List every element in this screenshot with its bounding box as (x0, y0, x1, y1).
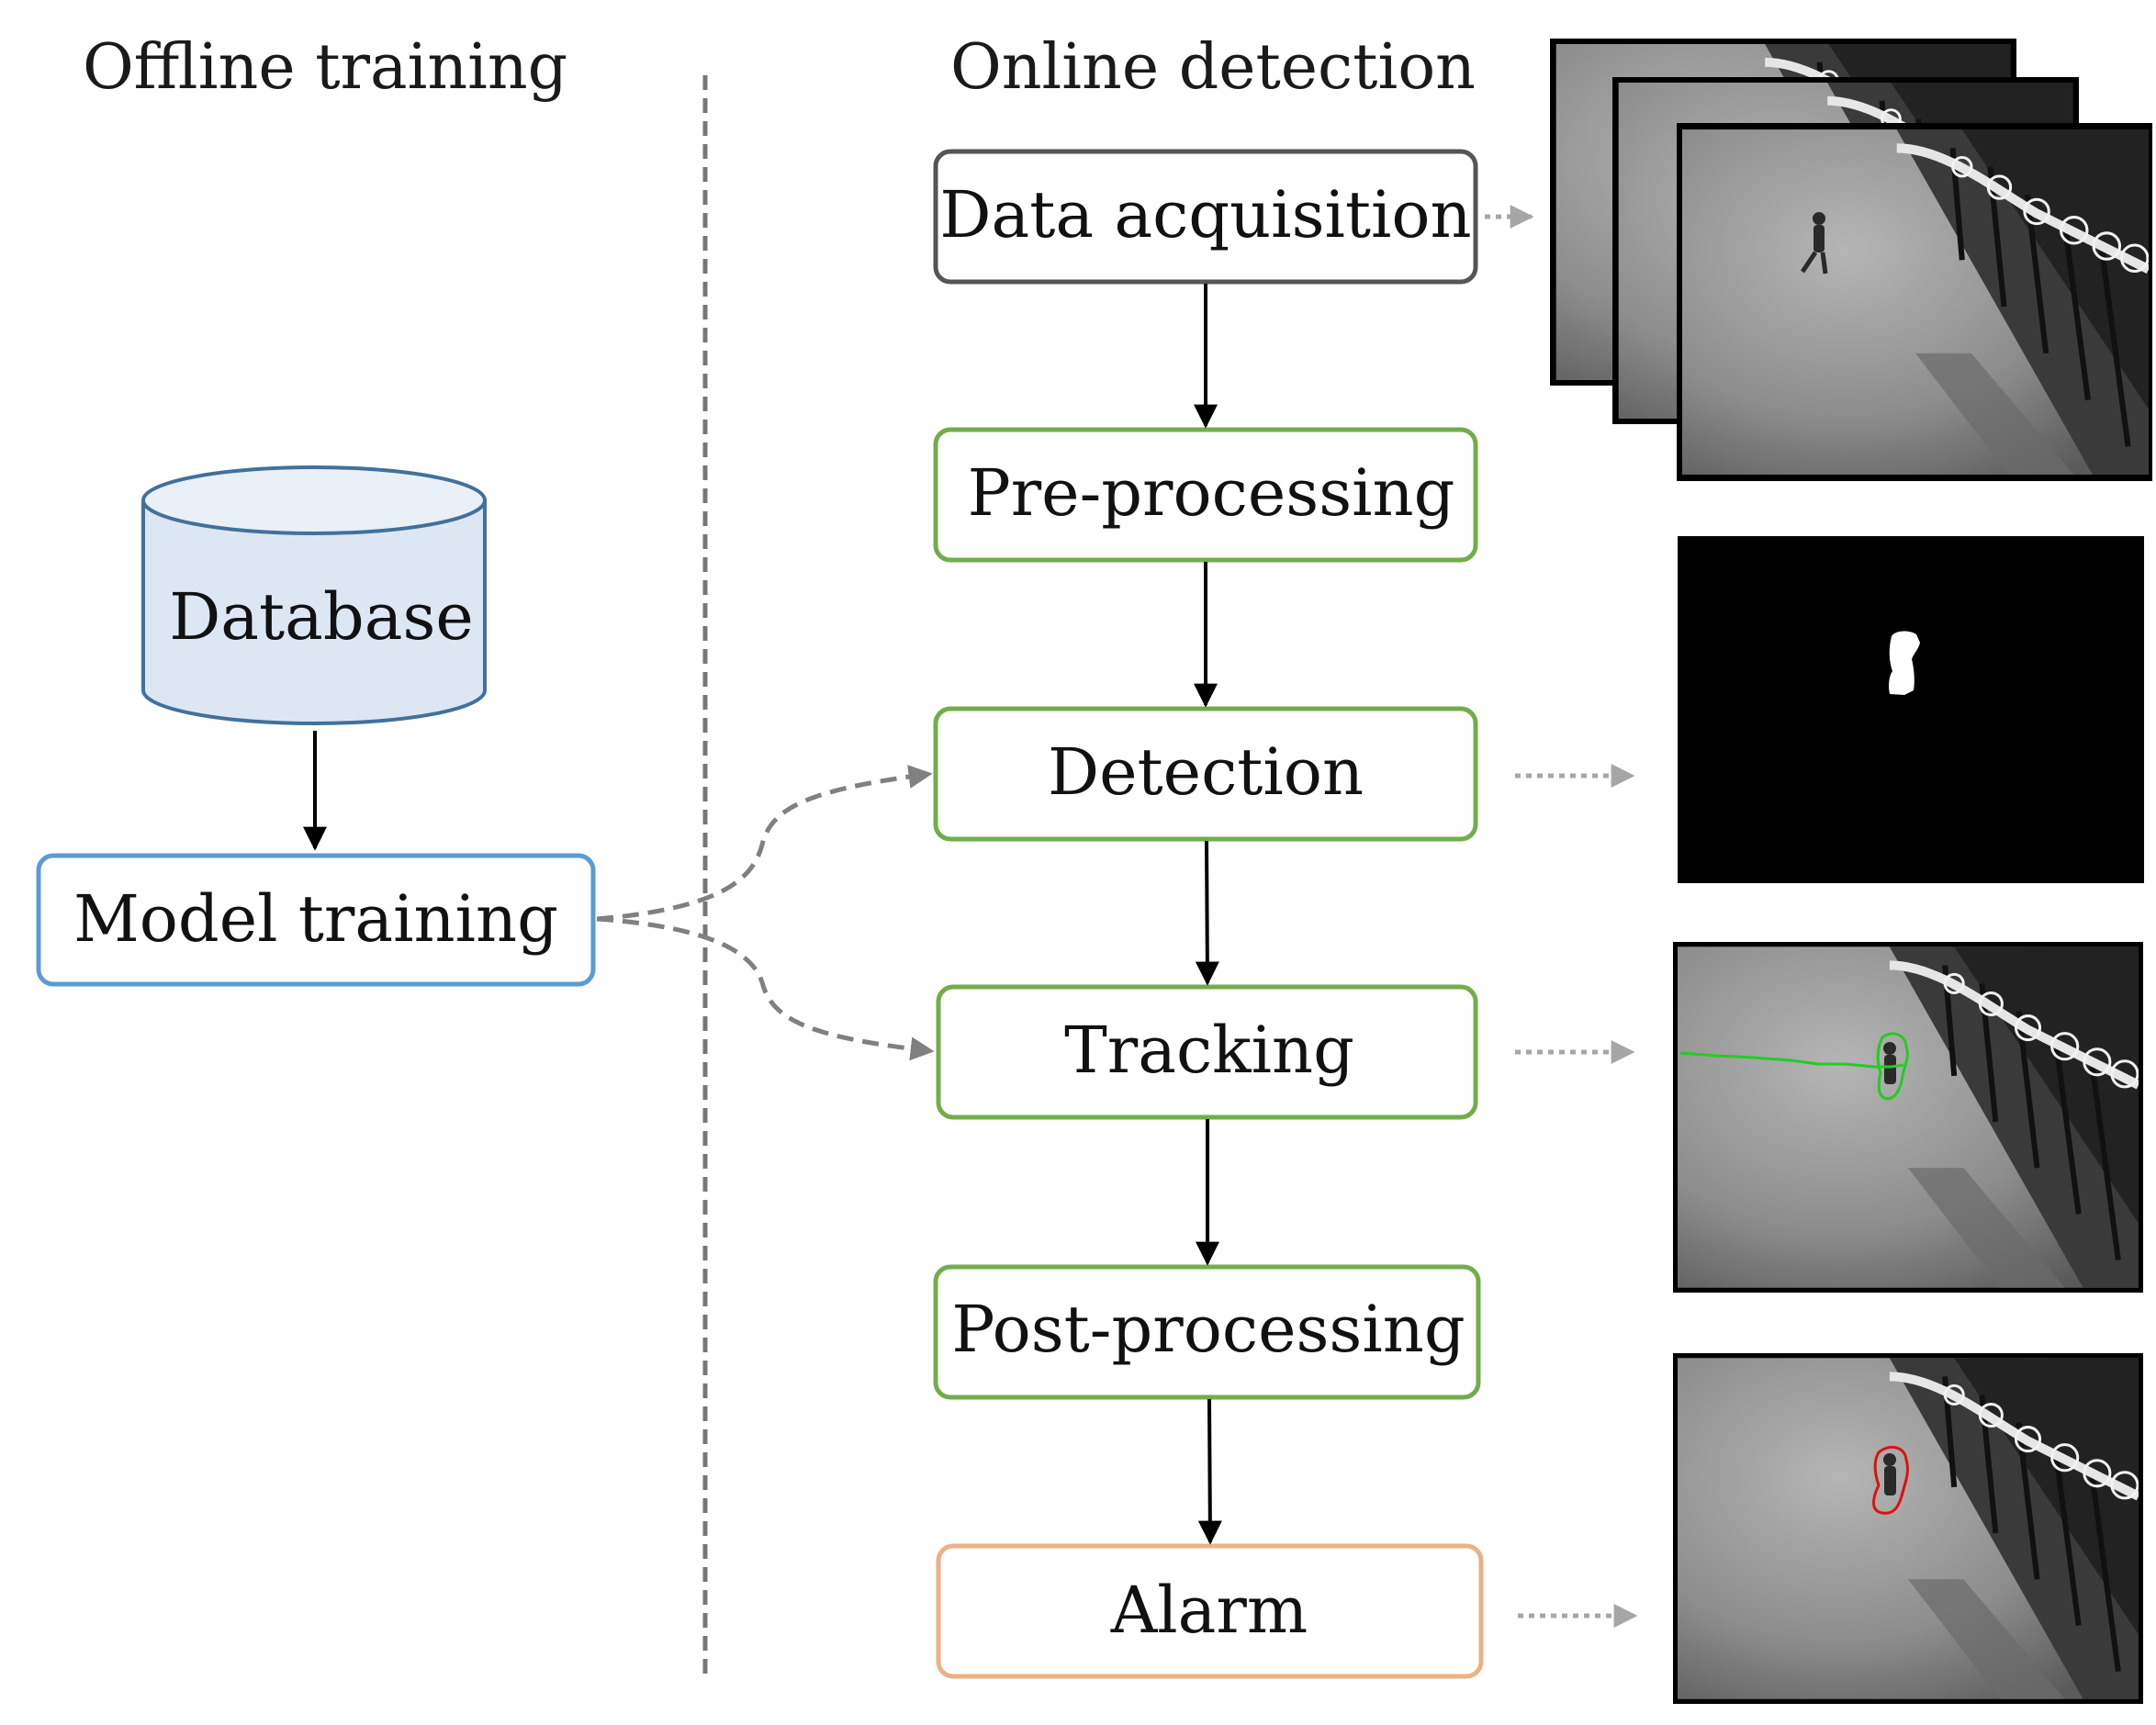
model-training-node: Model training (36, 853, 596, 987)
database-cylinder: Database (141, 465, 487, 725)
model-to-tracking-link (596, 916, 935, 1061)
binary-foreground-mask-icon (1678, 536, 2144, 883)
tracking-frame-with-trajectory-icon (1673, 942, 2143, 1293)
data-acquisition-node: Data acquisition (933, 149, 1478, 285)
postprocessing-to-alarm-arrow (1197, 1398, 1222, 1545)
post-processing-node: Post-processing (933, 1264, 1481, 1400)
online-detection-heading: Online detection (950, 31, 1476, 104)
alarm-label: Alarm (1110, 1573, 1308, 1648)
offline-training-heading: Offline training (83, 31, 567, 104)
detection-label: Detection (1048, 734, 1364, 810)
pre-processing-label: Pre-processing (968, 455, 1455, 531)
database-label: Database (169, 579, 474, 655)
detection-node: Detection (933, 706, 1478, 842)
model-to-detection-link (596, 765, 933, 922)
pre-processing-node: Pre-processing (933, 427, 1478, 563)
alarm-frame-with-outline-icon (1673, 1353, 2143, 1704)
post-processing-label: Post-processing (951, 1292, 1465, 1367)
data-acquisition-label: Data acquisition (939, 177, 1471, 252)
alarm-node: Alarm (936, 1543, 1484, 1679)
tracking-node: Tracking (936, 984, 1478, 1120)
model-training-label: Model training (73, 881, 558, 957)
tracking-label: Tracking (1064, 1013, 1354, 1088)
video-frames-stack-icon (1550, 39, 2152, 481)
